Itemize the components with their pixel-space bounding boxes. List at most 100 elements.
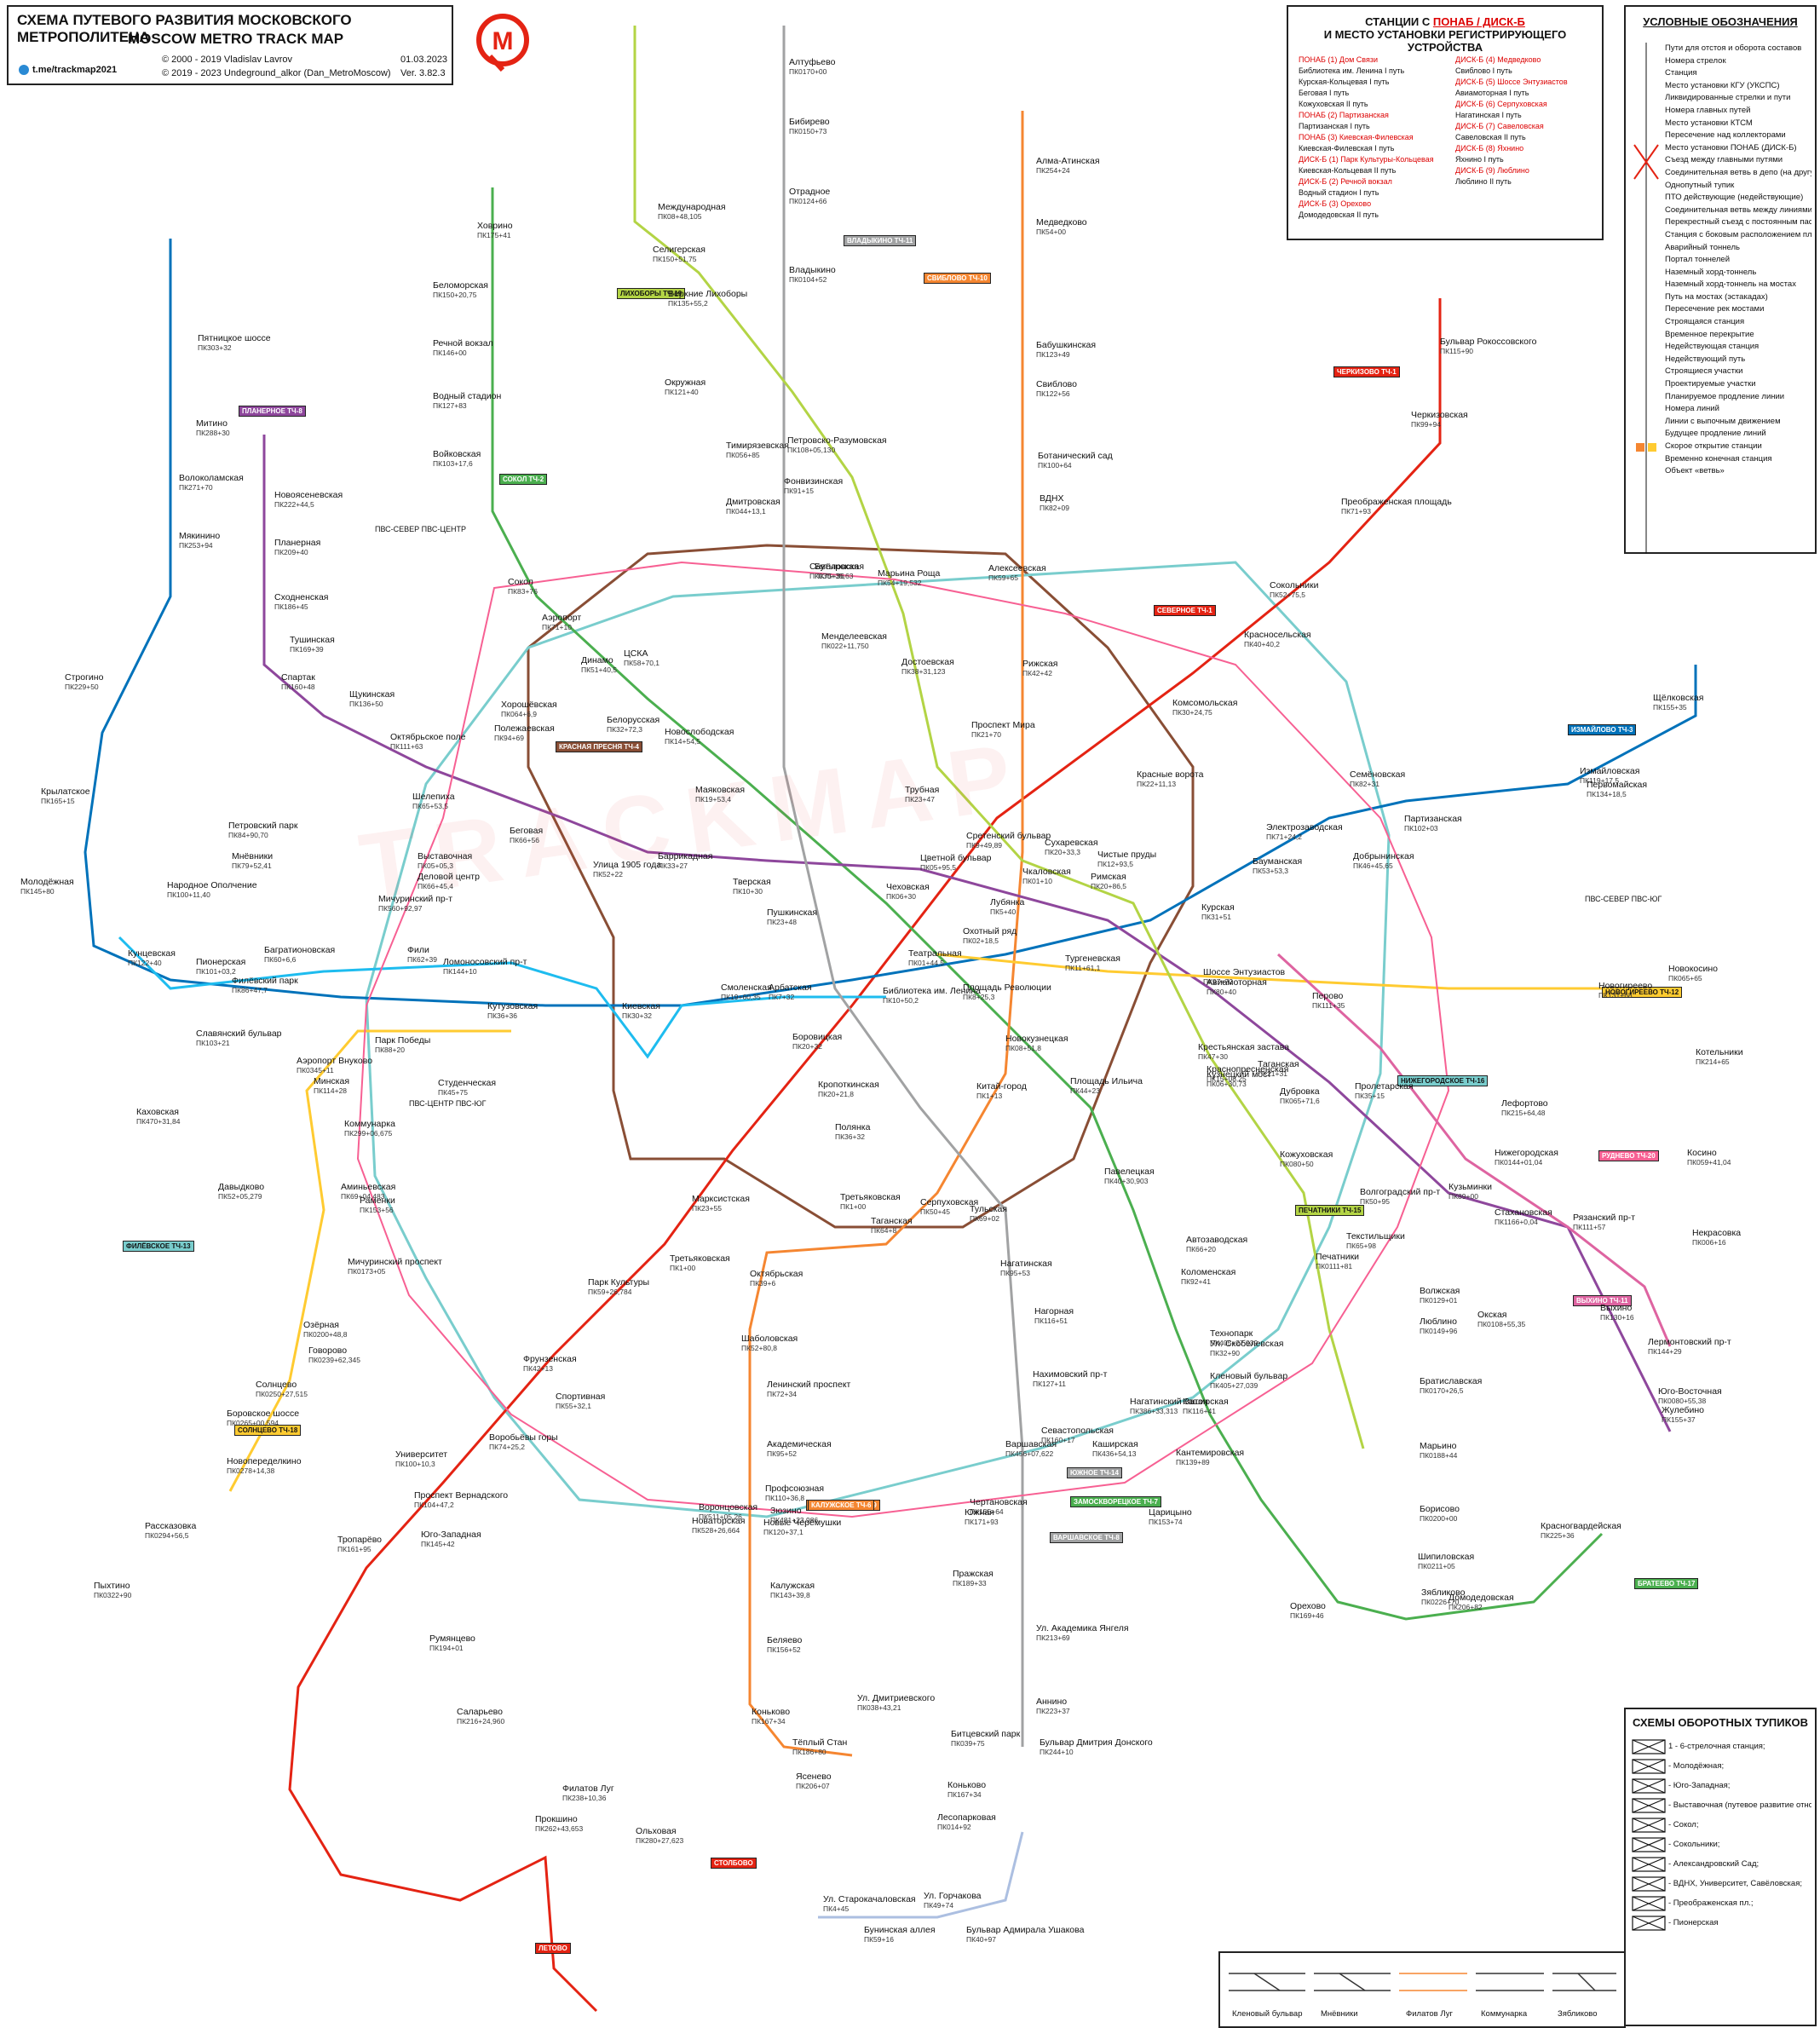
station-picket: ПК0173+05 — [348, 1267, 386, 1276]
station-picket: ПК40+40,2 — [1244, 640, 1281, 648]
station-name: Перово — [1312, 991, 1344, 1001]
date: 01.03.2023 — [400, 55, 448, 65]
station-name: Новоясеневская — [274, 490, 343, 500]
station-picket: ПК94+69 — [494, 734, 524, 742]
station-name: Семёновская — [1350, 769, 1406, 780]
station-name: Коньково — [947, 1780, 987, 1790]
station-picket: ПК9+49,89 — [966, 841, 1003, 850]
depot-label: ПЕЧАТНИКИ ТЧ-15 — [1295, 1205, 1365, 1216]
station-picket: ПК206+82 — [1449, 1603, 1483, 1611]
station-name: Орехово — [1290, 1601, 1326, 1611]
station-name: Тушинская — [290, 635, 335, 645]
station-name: Лесопарковая — [937, 1812, 996, 1823]
station-name: Крестьянская застава — [1198, 1042, 1290, 1052]
station-name: Народное Ополчение — [167, 880, 257, 890]
station-picket: ПК0278+14,38 — [227, 1466, 275, 1475]
turnback-item: - Молодёжная; — [1668, 1761, 1725, 1771]
copyright-2: © 2019 - 2023 Undeground_alkor (Dan_Metr… — [162, 68, 391, 78]
station-name: Марьина Роща — [878, 568, 941, 579]
depot-label: ПЛАНЕРНОЕ ТЧ-8 — [239, 406, 306, 417]
pvs-label-2: ПВС-ЦЕНТР ПВС-ЮГ — [409, 1099, 487, 1108]
station-picket: ПК056+85 — [726, 451, 760, 459]
telegram-link[interactable]: t.me/trackmap2021 — [19, 65, 117, 76]
station-name: Аннино — [1036, 1697, 1068, 1707]
station-name: Измайловская — [1580, 766, 1640, 776]
station-name: Менделеевская — [821, 631, 887, 642]
station-picket: ПК20+21,8 — [818, 1090, 855, 1098]
station-name: Рижская — [1022, 659, 1058, 669]
station-name: Волоколамская — [179, 473, 244, 483]
station-picket: ПК0080+55,38 — [1658, 1397, 1707, 1405]
ponab-col1-entry: Киевская-Филевская I путь — [1299, 144, 1395, 153]
ponab-col1-entry: Беговая I путь — [1299, 89, 1350, 97]
station-name: Рассказовка — [145, 1521, 197, 1531]
station-picket: ПК33+27 — [658, 861, 688, 870]
bottom-caption-5: Зябликово — [1558, 2009, 1598, 2019]
station-picket: ПК150+20,75 — [433, 291, 477, 299]
station-picket: ПК06+30 — [886, 892, 916, 901]
station-name: Прокшино — [535, 1814, 578, 1824]
station-name: Домодедовская — [1449, 1593, 1514, 1603]
depot-label: ВЫХИНО ТЧ-11 — [1573, 1295, 1632, 1306]
station-picket: ПК169+39 — [290, 645, 324, 654]
station-picket: ПК22+11,13 — [1137, 780, 1177, 788]
station-name: Динамо — [581, 655, 613, 665]
ponab-col1-entry: ДИСК-Б (3) Орехово — [1299, 199, 1372, 208]
station-picket: ПК156+52 — [767, 1645, 801, 1654]
station-picket: ПК022+11,750 — [821, 642, 869, 650]
station-picket: ПК006+16 — [1692, 1238, 1726, 1247]
station-picket: ПК59+26,784 — [588, 1288, 632, 1296]
station-name: Спортивная — [556, 1391, 606, 1402]
station-name: ВДНХ — [1040, 493, 1064, 504]
station-picket: ПК88+20 — [375, 1046, 405, 1054]
station-name: Новогиреево — [1598, 981, 1653, 991]
station-picket: ПК82+31 — [1350, 780, 1379, 788]
station-name: Бульвар Адмирала Ушакова — [966, 1925, 1085, 1935]
station-picket: ПК064+6,9 — [501, 710, 538, 718]
station-picket: ПК134+18,5 — [1587, 790, 1627, 798]
legend-item: Планируемое продление линии — [1665, 391, 1785, 401]
station-name: Партизанская — [1404, 814, 1462, 824]
station-name: Ясенево — [796, 1772, 832, 1782]
station-picket: ПК38+31,123 — [901, 667, 946, 676]
station-picket: ПК103+21 — [196, 1039, 230, 1047]
station-name: Крылатское — [41, 786, 90, 797]
station-picket: ПК01+44,5 — [908, 959, 945, 967]
legend-item: Однопутный тупик — [1665, 180, 1735, 190]
station-name: Ховрино — [477, 221, 513, 231]
station-picket: ПК155+35 — [1653, 703, 1687, 712]
station-picket: ПК146+00 — [433, 349, 467, 357]
station-name: Минская — [314, 1076, 350, 1086]
station-picket: ПК23+48 — [767, 918, 797, 926]
station-picket: ПК108+05,130 — [787, 446, 836, 454]
legend-item: Временно конечная станция — [1665, 453, 1772, 464]
legend-item: Скорое открытие станции — [1665, 441, 1762, 451]
station-name: Коньково — [752, 1707, 791, 1717]
station-picket: ПК36+32 — [835, 1132, 865, 1141]
